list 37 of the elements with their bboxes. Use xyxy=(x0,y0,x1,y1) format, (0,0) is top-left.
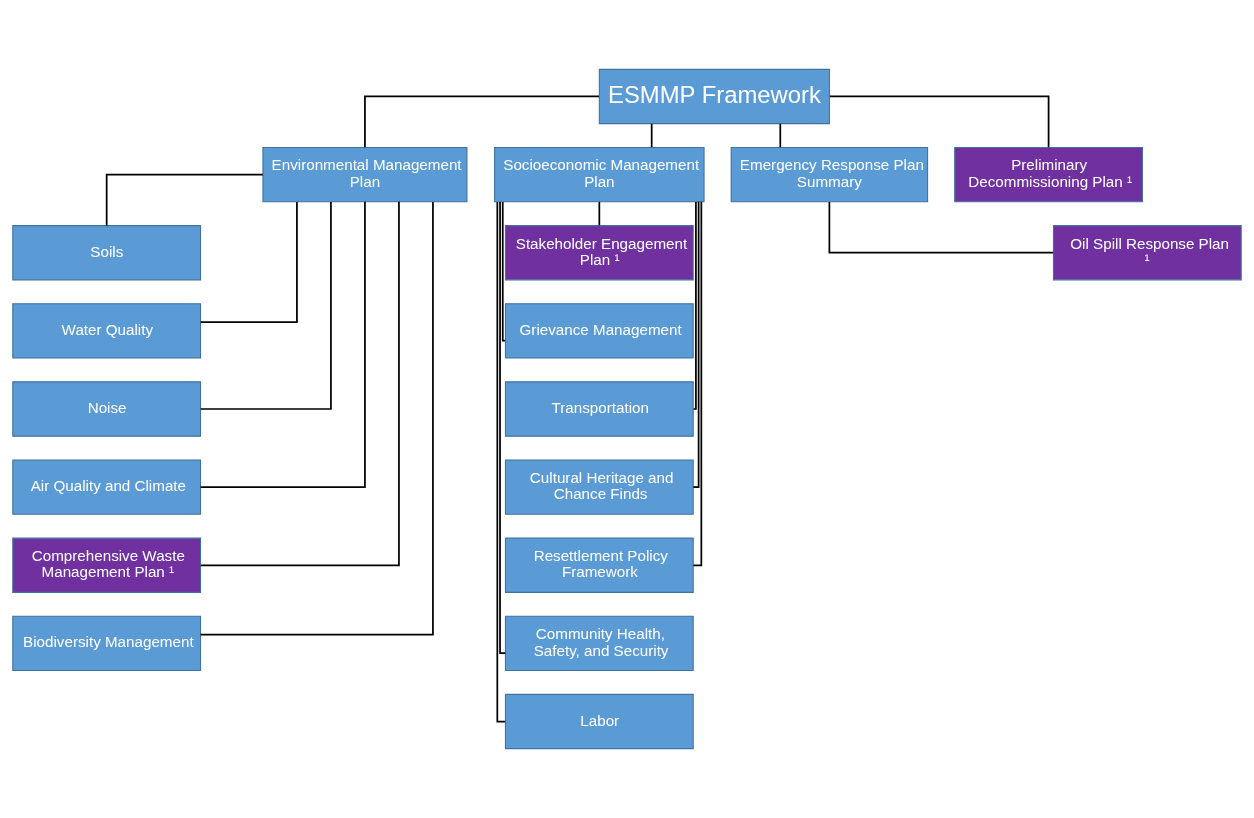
node-box: Comprehensive Waste Management Plan ¹ xyxy=(12,537,202,593)
node-box: Labor xyxy=(504,693,694,750)
node-box: Preliminary Decommissioning Plan ¹ xyxy=(954,146,1143,203)
connector xyxy=(199,200,400,567)
node-box: ESMMP Framework xyxy=(598,68,830,125)
node-box: Emergency Response Plan Summary xyxy=(730,146,929,203)
node-box: Resettlement Policy Framework xyxy=(504,537,694,593)
node-box: Environmental Management Plan xyxy=(262,146,468,203)
connector xyxy=(598,201,601,227)
connector xyxy=(496,201,507,723)
node-box: Noise xyxy=(12,381,202,437)
connector xyxy=(105,173,264,227)
connector xyxy=(692,201,697,410)
connector xyxy=(364,95,600,149)
connector xyxy=(650,122,653,149)
node-box: Water Quality xyxy=(12,303,202,359)
connector xyxy=(779,122,782,149)
node-box: Air Quality and Climate xyxy=(12,459,202,515)
node-box: Grievance Management xyxy=(504,303,694,359)
node-box: Biodiversity Management xyxy=(12,615,202,672)
connector xyxy=(199,201,298,324)
node-box: Community Health, Safety, and Security xyxy=(504,615,694,672)
node-box: Stakeholder Engagement Plan ¹ xyxy=(504,225,694,281)
connector xyxy=(692,200,703,567)
connector xyxy=(501,201,506,342)
connector xyxy=(829,95,1050,149)
node-box: Socioeconomic Management Plan xyxy=(494,146,705,203)
connector xyxy=(692,200,700,488)
connector xyxy=(828,201,1055,254)
connector xyxy=(199,201,332,410)
node-box: Transportation xyxy=(504,381,694,437)
node-box: Oil Spill Response Plan ¹ xyxy=(1052,225,1242,281)
connector xyxy=(199,200,366,488)
connector xyxy=(499,201,507,655)
connector xyxy=(199,201,434,636)
node-box: Cultural Heritage and Chance Finds xyxy=(504,459,694,515)
node-box: Soils xyxy=(12,225,202,281)
